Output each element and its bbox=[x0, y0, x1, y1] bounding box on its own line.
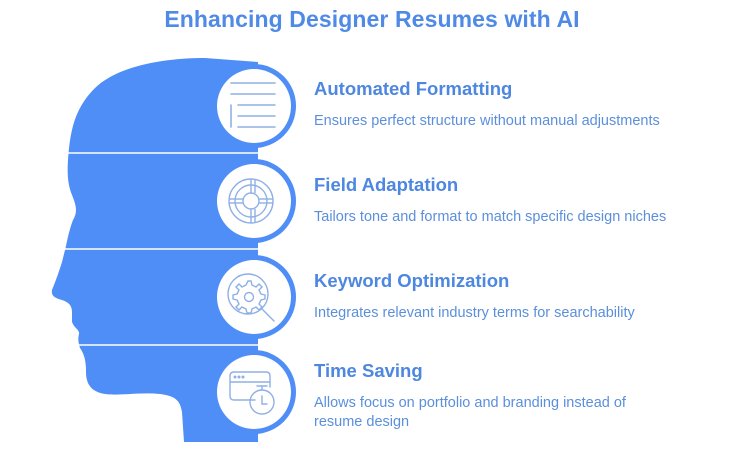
feature-description: Integrates relevant industry terms for s… bbox=[314, 305, 635, 321]
feature-title: Field Adaptation bbox=[314, 174, 459, 195]
feature-keyword-optimization: Keyword Optimization Integrates relevant… bbox=[314, 270, 734, 323]
feature-description: Allows focus on portfolio and branding i… bbox=[314, 395, 626, 430]
feature-field-adaptation: Field Adaptation Tailors tone and format… bbox=[314, 174, 734, 227]
feature-title: Keyword Optimization bbox=[314, 270, 510, 291]
feature-title: Automated Formatting bbox=[314, 78, 513, 99]
icon-circle-2 bbox=[212, 159, 296, 243]
gear-search-icon bbox=[227, 273, 275, 322]
feature-description: Ensures perfect structure without manual… bbox=[314, 113, 660, 129]
target-wheel-icon bbox=[228, 178, 274, 224]
feature-time-saving: Time Saving Allows focus on portfolio an… bbox=[314, 360, 659, 432]
feature-title: Time Saving bbox=[314, 360, 423, 381]
feature-description: Tailors tone and format to match specifi… bbox=[314, 209, 667, 225]
icon-circle-4 bbox=[212, 350, 296, 434]
icon-circle-3 bbox=[212, 255, 296, 339]
feature-automated-formatting: Automated Formatting Ensures perfect str… bbox=[314, 78, 734, 131]
icon-circle-1 bbox=[212, 64, 296, 148]
diagram-title: Enhancing Designer Resumes with AI bbox=[164, 6, 580, 32]
browser-timer-icon bbox=[229, 371, 275, 415]
head-shape bbox=[51, 58, 259, 442]
document-lines-icon bbox=[230, 82, 276, 128]
